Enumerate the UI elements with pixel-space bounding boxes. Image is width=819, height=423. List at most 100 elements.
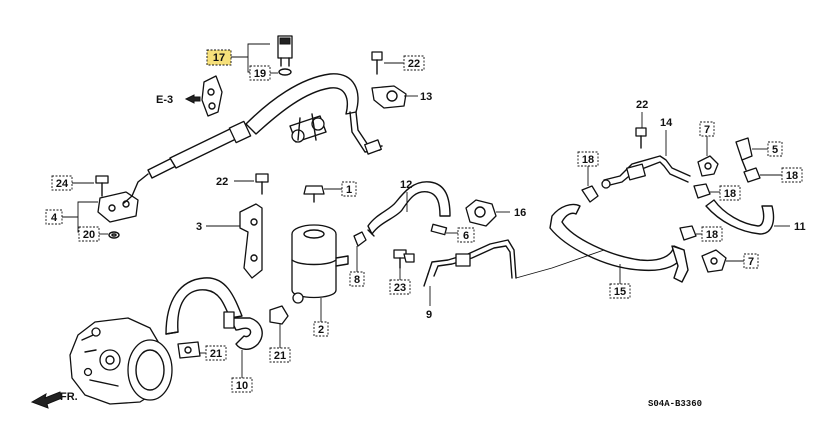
- svg-text:20: 20: [83, 229, 95, 241]
- svg-text:12: 12: [400, 179, 412, 191]
- svg-text:7: 7: [748, 256, 754, 268]
- svg-text:14: 14: [660, 117, 673, 129]
- svg-text:18: 18: [724, 188, 736, 200]
- ref-arrow: E-3: [156, 94, 201, 106]
- svg-text:5: 5: [772, 144, 778, 156]
- ref-label: E-3: [156, 94, 173, 106]
- svg-text:2: 2: [318, 324, 324, 336]
- svg-text:13: 13: [420, 91, 432, 103]
- svg-text:22: 22: [216, 176, 228, 188]
- pipe-fitting-5: [735, 137, 753, 171]
- hose-11: [705, 199, 775, 235]
- hose-clip-8: [353, 231, 367, 247]
- svg-text:18: 18: [582, 154, 594, 166]
- cooler-pipe-14: [601, 155, 691, 189]
- callout-12: 12: [400, 179, 412, 212]
- return-hose-10: [165, 277, 263, 350]
- svg-text:6: 6: [463, 230, 469, 242]
- svg-text:19: 19: [254, 68, 266, 80]
- callout-1: 1: [324, 181, 357, 197]
- reservoir-tank: [291, 224, 349, 304]
- hose-clamp-7-top: [697, 155, 719, 177]
- return-pipe-9: [423, 239, 517, 287]
- hose-clamp-21-left: [177, 341, 201, 359]
- hose-clip-6: [430, 223, 448, 236]
- svg-text:21: 21: [274, 350, 286, 362]
- svg-text:22: 22: [408, 58, 420, 70]
- callout-22-top: 22: [384, 55, 425, 71]
- callout-10: 10: [231, 350, 253, 393]
- hose-12: [367, 181, 451, 237]
- callout-11: 11: [774, 221, 806, 233]
- bolt-24: [95, 175, 109, 197]
- washer-20: [108, 231, 120, 239]
- svg-text:8: 8: [354, 274, 360, 286]
- callout-15: 15: [609, 264, 631, 299]
- feed-hose-assembly: [123, 73, 383, 204]
- bolt-22-right: [635, 127, 647, 149]
- callout-13: 13: [404, 91, 432, 103]
- callout-2: 2: [313, 298, 329, 337]
- reservoir-cap: [303, 185, 325, 203]
- front-direction-label: FR.: [60, 391, 78, 403]
- callout-5: 5: [752, 141, 783, 157]
- hose-clamp-bracket: [201, 75, 223, 117]
- hose-clip-18-c: [743, 167, 761, 183]
- hose-clamp-7-bottom: [701, 249, 727, 273]
- callout-18-b: 18: [710, 185, 741, 201]
- callout-18-a: 18: [577, 151, 599, 186]
- callout-7-top: 7: [699, 121, 715, 156]
- callout-18-d: 18: [696, 226, 723, 242]
- svg-text:1: 1: [346, 184, 352, 196]
- callout-14: 14: [660, 117, 673, 156]
- cooler-line-15: [549, 203, 689, 283]
- callout-17: 17: [206, 43, 270, 73]
- callout-23: 23: [389, 268, 411, 295]
- bolt-22-top: [371, 51, 383, 75]
- reservoir-bracket: [239, 203, 263, 279]
- power-steering-pump: [69, 317, 173, 405]
- svg-text:7: 7: [704, 124, 710, 136]
- svg-text:16: 16: [514, 207, 526, 219]
- callout-21-left: 21: [200, 345, 227, 361]
- svg-text:9: 9: [426, 309, 432, 321]
- callout-18-c: 18: [760, 167, 803, 183]
- svg-text:18: 18: [706, 229, 718, 241]
- bolt-23: [393, 249, 415, 269]
- bolt-22-mid: [255, 173, 269, 195]
- svg-text:22: 22: [636, 99, 648, 111]
- hose-clip-18-b: [693, 183, 711, 199]
- callout-6: 6: [446, 227, 475, 243]
- callout-22-mid: 22: [216, 176, 254, 188]
- front-direction-arrow: FR.: [30, 391, 78, 409]
- drawing-code: S04A-B3360: [648, 399, 702, 409]
- hose-clip-18-a: [581, 185, 599, 203]
- callout-9: 9: [426, 286, 432, 321]
- pressure-switch: [277, 35, 293, 67]
- callout-3: 3: [196, 221, 240, 233]
- callout-8: 8: [349, 246, 365, 287]
- callout-20: 20: [78, 226, 108, 242]
- o-ring-19: [278, 68, 292, 76]
- hose-clip-18-d: [679, 225, 697, 241]
- callout-21-right: 21: [269, 324, 291, 363]
- callout-22-right: 22: [636, 99, 648, 128]
- callout-19: 19: [249, 65, 278, 81]
- callout-24: 24: [51, 175, 94, 191]
- svg-text:17: 17: [213, 52, 225, 64]
- svg-text:18: 18: [786, 170, 798, 182]
- svg-text:15: 15: [614, 286, 626, 298]
- hose-clamp-21-right: [269, 305, 289, 325]
- svg-text:23: 23: [394, 282, 406, 294]
- svg-text:11: 11: [794, 221, 806, 233]
- callout-7-bottom: 7: [726, 253, 759, 269]
- callout-16: 16: [496, 207, 526, 219]
- svg-text:10: 10: [236, 380, 248, 392]
- clamp-13: [371, 85, 407, 109]
- svg-text:24: 24: [56, 178, 69, 190]
- hose-sleeve-16: [465, 199, 497, 227]
- svg-text:3: 3: [196, 221, 202, 233]
- svg-text:4: 4: [51, 212, 58, 224]
- svg-text:21: 21: [210, 348, 222, 360]
